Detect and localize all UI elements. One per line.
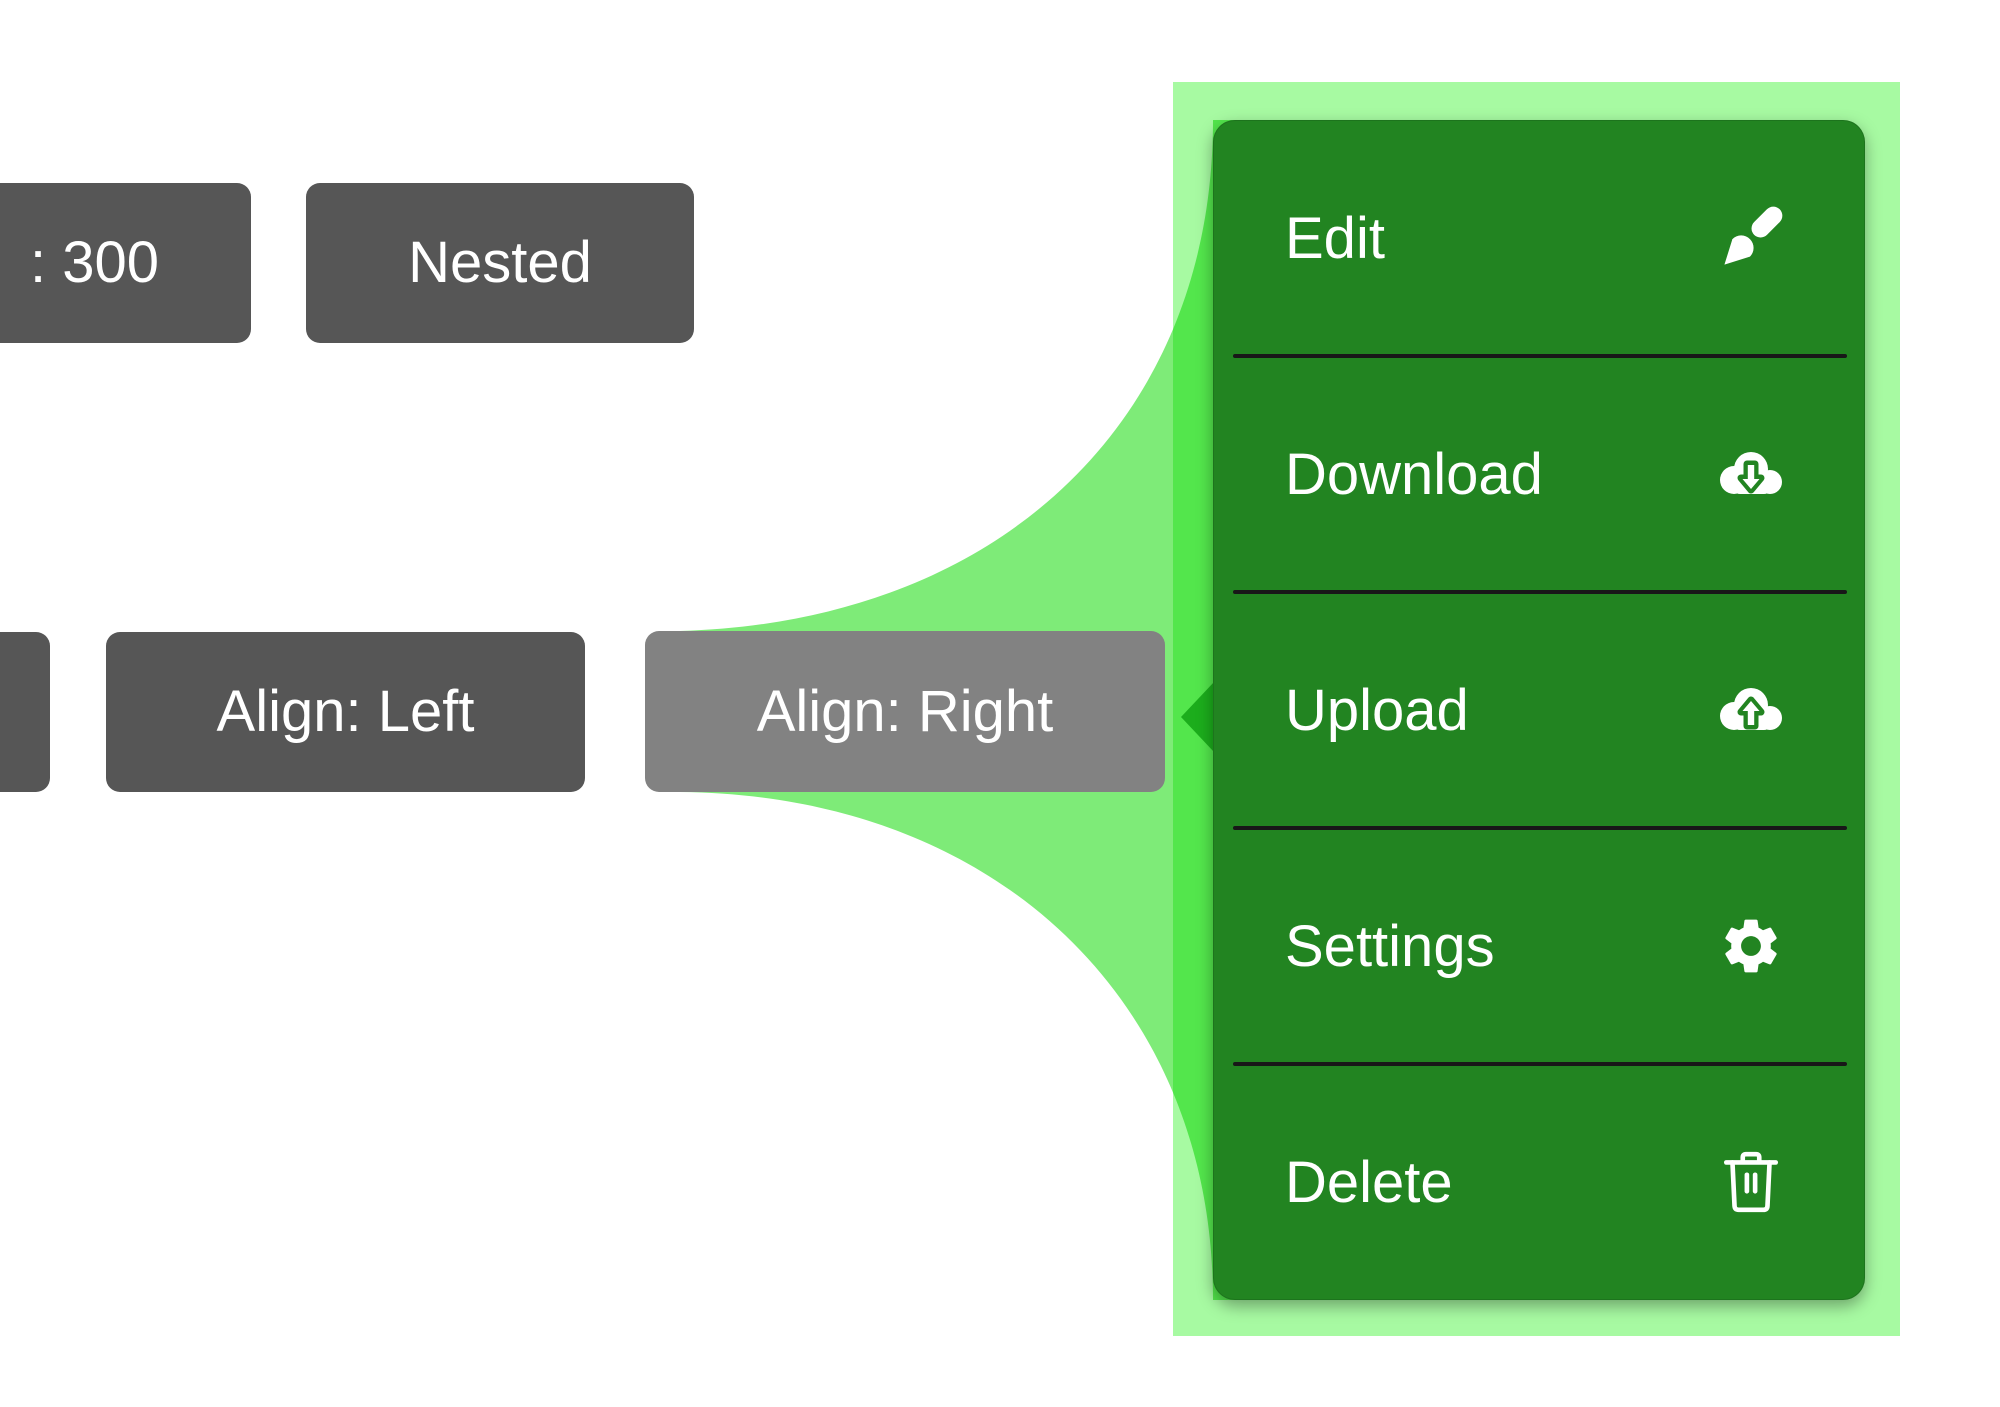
gear-icon — [1715, 910, 1787, 982]
menu-item-settings-label: Settings — [1285, 913, 1495, 979]
offset-button[interactable]: : 300 — [0, 183, 251, 343]
menu-divider — [1233, 1062, 1847, 1066]
clipped-button[interactable] — [0, 632, 50, 792]
menu-item-edit[interactable]: Edit — [1213, 120, 1865, 356]
menu-divider — [1233, 826, 1847, 830]
align-left-button[interactable]: Align: Left — [106, 632, 585, 792]
menu-item-download[interactable]: Download — [1213, 356, 1865, 592]
nested-button[interactable]: Nested — [306, 183, 694, 343]
menu-item-upload-label: Upload — [1285, 677, 1469, 743]
dropdown-menu: Edit Download — [1213, 120, 1865, 1300]
menu-divider — [1233, 590, 1847, 594]
cloud-upload-icon — [1715, 674, 1787, 746]
menu-item-download-label: Download — [1285, 441, 1543, 507]
menu-item-edit-label: Edit — [1285, 205, 1385, 271]
menu-divider — [1233, 354, 1847, 358]
cloud-download-icon — [1715, 438, 1787, 510]
align-right-button[interactable]: Align: Right — [645, 631, 1165, 792]
trash-icon — [1715, 1146, 1787, 1218]
menu-item-settings[interactable]: Settings — [1213, 828, 1865, 1064]
pen-icon — [1715, 202, 1787, 274]
offset-button-label: : 300 — [30, 230, 159, 295]
nested-button-label: Nested — [408, 230, 592, 295]
align-right-button-label: Align: Right — [756, 678, 1054, 744]
align-left-button-label: Align: Left — [216, 679, 475, 744]
menu-item-upload[interactable]: Upload — [1213, 592, 1865, 828]
menu-item-delete[interactable]: Delete — [1213, 1064, 1865, 1300]
menu-item-delete-label: Delete — [1285, 1149, 1453, 1215]
menu-arrow — [1181, 682, 1214, 752]
